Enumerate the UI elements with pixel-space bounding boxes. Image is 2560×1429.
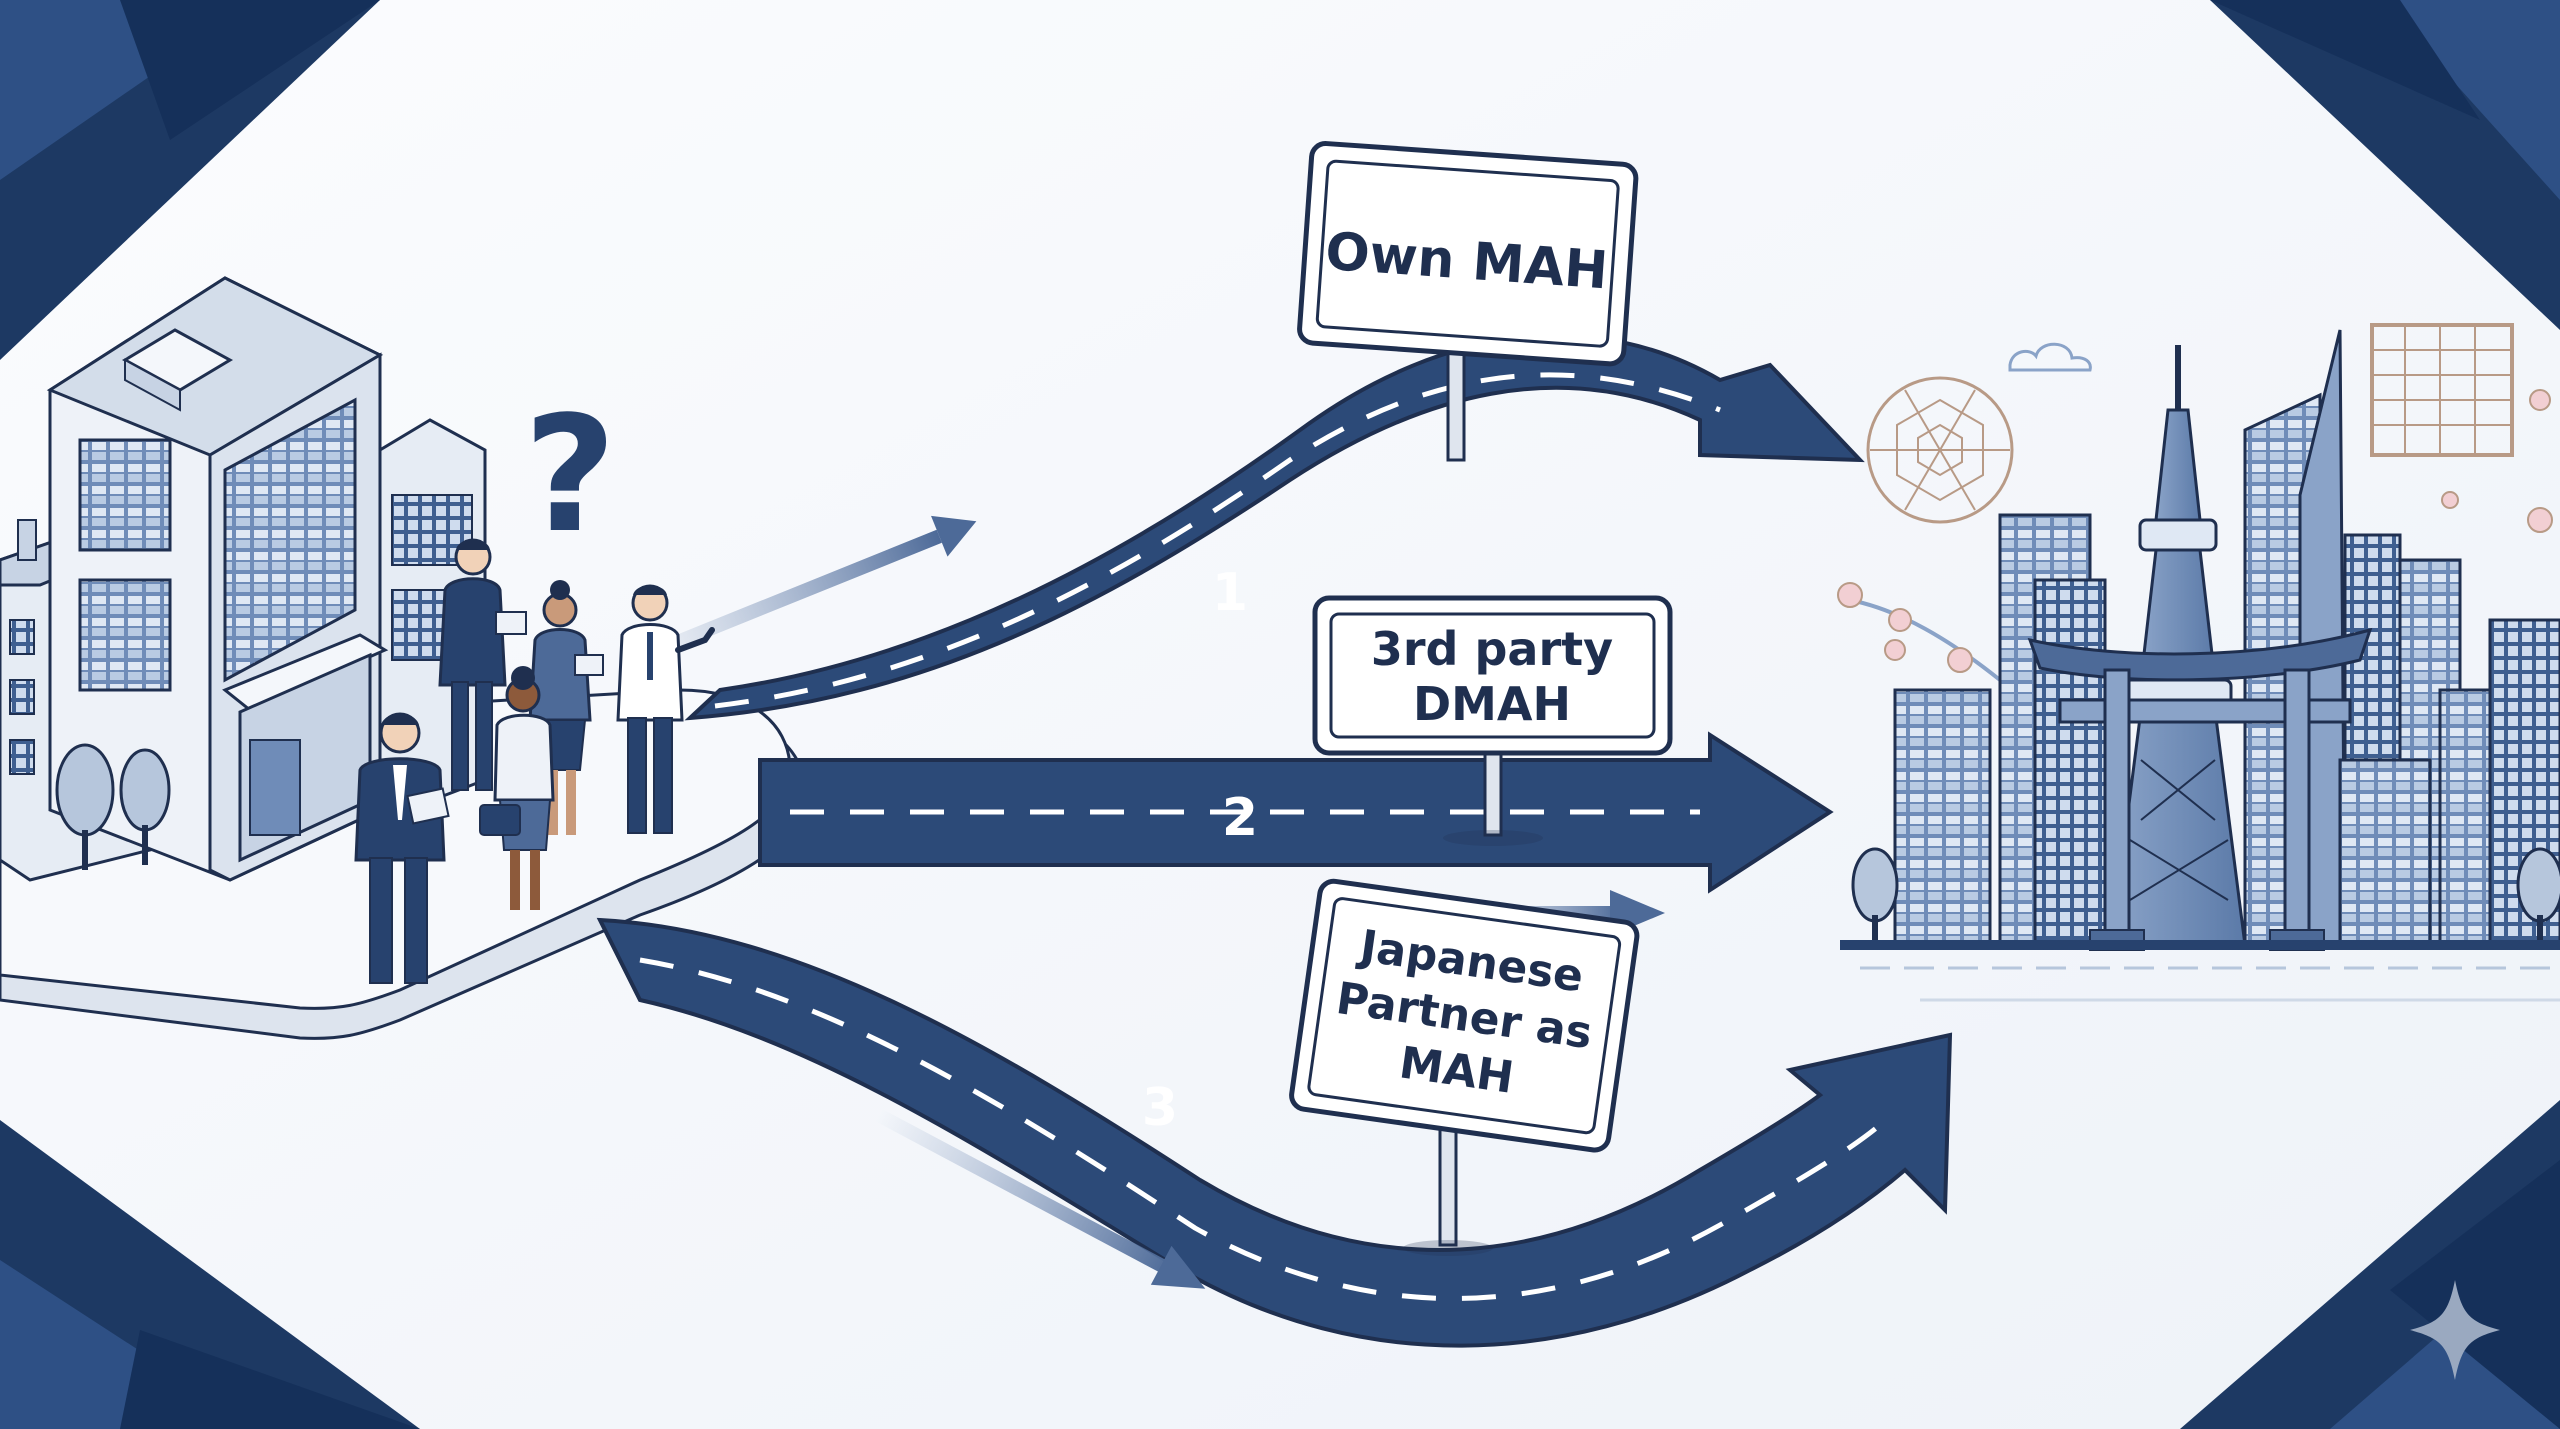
route-number-2: 2 xyxy=(1222,788,1258,848)
sparkle-icon xyxy=(2410,1280,2500,1380)
road-route-3 xyxy=(596,917,1953,1348)
cherry-blossom-branch xyxy=(1837,389,2553,682)
cloud-icon xyxy=(2008,342,2092,372)
business-team xyxy=(354,538,715,984)
sign-own-mah: Own MAH xyxy=(1297,141,1639,462)
road-network xyxy=(596,333,1953,1348)
tokyo-skyline xyxy=(1837,323,2560,1002)
sign-third-party-dmah: 3rd party DMAH xyxy=(1312,595,1673,846)
road-route-1 xyxy=(684,333,1865,721)
person-b xyxy=(528,580,604,835)
sign-third-party-line2: DMAH xyxy=(1413,677,1571,731)
corner-top-left xyxy=(0,0,380,360)
route-number-1: 1 xyxy=(1212,563,1248,623)
person-e xyxy=(354,712,450,984)
sign-third-party-line1: 3rd party xyxy=(1371,622,1613,676)
person-a xyxy=(438,538,527,791)
torii-gate-icon xyxy=(2027,627,2373,951)
corner-top-right xyxy=(2210,0,2560,330)
sign-japanese-partner-mah: Japanese Partner as MAH xyxy=(1289,878,1640,1256)
tokyo-tower-icon xyxy=(2109,345,2247,947)
route-number-3: 3 xyxy=(1142,1078,1178,1138)
person-c xyxy=(616,584,715,834)
question-mark-icon: ? xyxy=(524,381,617,568)
shoji-screen xyxy=(2370,323,2514,457)
corner-bottom-left xyxy=(0,1120,420,1429)
person-d xyxy=(479,666,555,910)
asanoha-pattern-icon xyxy=(1866,376,2014,524)
